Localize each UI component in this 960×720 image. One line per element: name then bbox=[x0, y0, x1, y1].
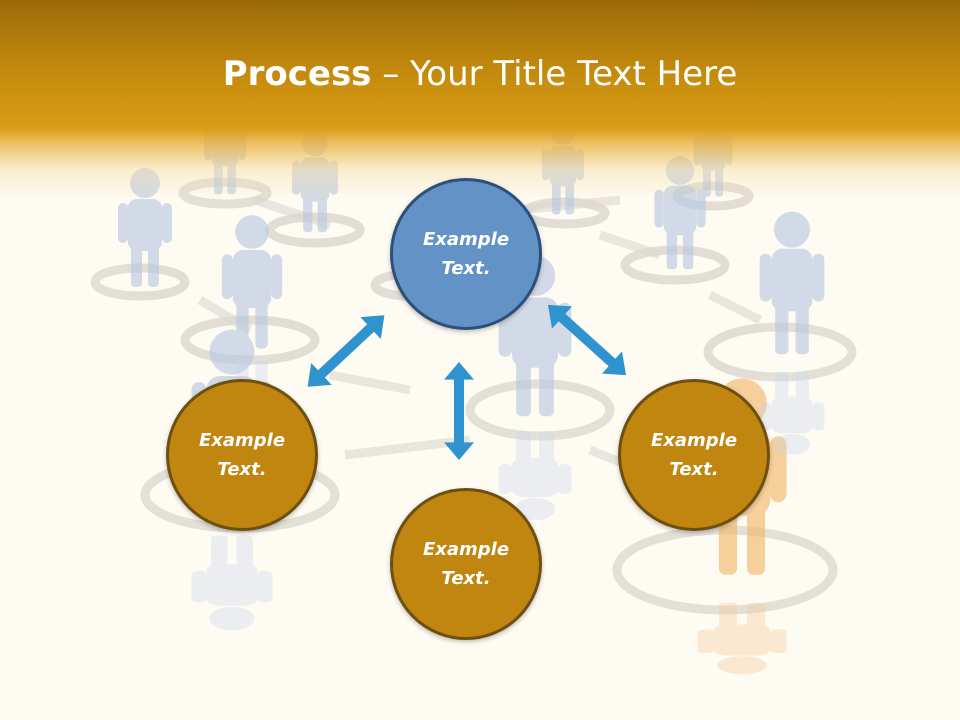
node-bottom[interactable]: Example Text. bbox=[390, 488, 542, 640]
node-top[interactable]: Example Text. bbox=[390, 178, 542, 330]
node-right-line1: Example bbox=[650, 430, 738, 451]
node-left-line2: Text. bbox=[217, 459, 267, 480]
slide-title: Process – Your Title Text Here bbox=[0, 52, 960, 96]
header-band bbox=[0, 0, 960, 200]
node-left-line1: Example bbox=[198, 430, 286, 451]
title-bold: Process bbox=[222, 54, 372, 94]
title-rest: – Your Title Text Here bbox=[371, 54, 738, 94]
node-bottom-line1: Example bbox=[422, 539, 510, 560]
node-right-line2: Text. bbox=[669, 459, 719, 480]
node-top-line1: Example bbox=[422, 229, 510, 250]
node-left[interactable]: Example Text. bbox=[166, 379, 318, 531]
node-bottom-line2: Text. bbox=[441, 568, 491, 589]
node-right[interactable]: Example Text. bbox=[618, 379, 770, 531]
node-top-line2: Text. bbox=[441, 258, 491, 279]
